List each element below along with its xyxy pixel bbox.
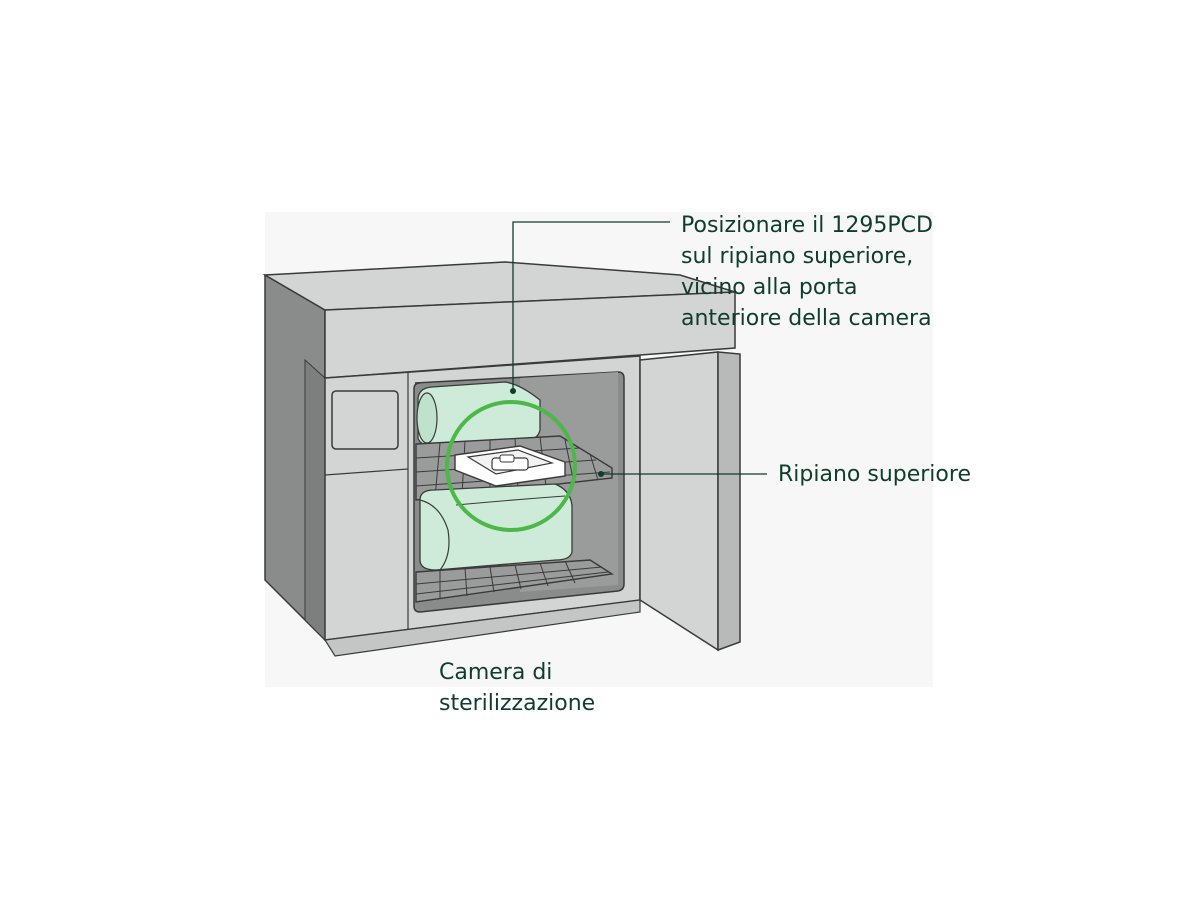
callout-line: anteriore della camera (681, 306, 932, 331)
pcd-callout-dot (510, 388, 516, 394)
shelf-callout-dot (598, 471, 604, 477)
cabinet-top-front (324, 291, 736, 379)
callout-line: sul ripiano superiore, (681, 244, 914, 269)
bottom-shelf-grid (415, 559, 614, 603)
cabinet-left-inset (304, 358, 326, 642)
highlight-circle-icon (445, 400, 577, 532)
callout-line: sterilizzazione (439, 691, 596, 716)
cabinet-top (262, 261, 736, 311)
top-shelf-callout: Ripiano superiore (778, 459, 971, 490)
chamber-callout: Camera di sterilizzazione (439, 657, 595, 719)
cabinet-base (323, 599, 641, 657)
control-window (331, 390, 399, 450)
pcd-placement-callout: Posizionare il 1295PCD sul ripiano super… (681, 210, 933, 334)
pcd-device-icon (454, 445, 566, 487)
callout-line: Posizionare il 1295PCD (681, 213, 933, 238)
callout-line: vicino alla porta (681, 275, 858, 300)
panel-divider (324, 468, 409, 476)
open-door (639, 351, 741, 652)
pcd-callout-leader (512, 221, 670, 391)
callout-line: Ripiano superiore (778, 462, 971, 487)
callout-line: Camera di (439, 660, 553, 685)
upper-pack (416, 381, 541, 447)
